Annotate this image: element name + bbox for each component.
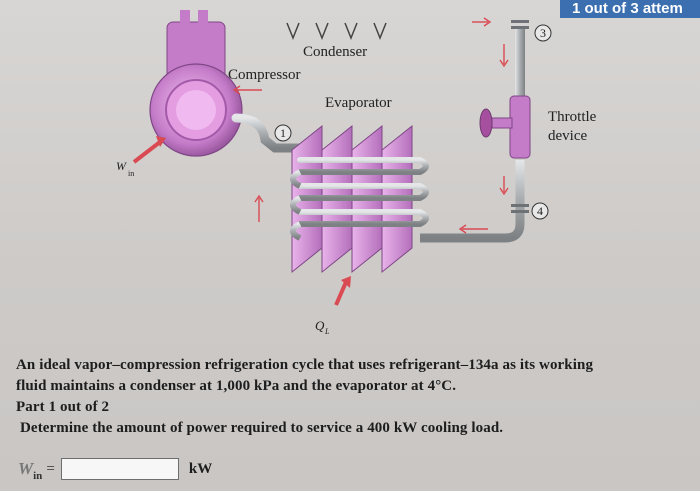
problem-statement: An ideal vapor–compression refrigeration… <box>16 355 696 439</box>
evaporator <box>290 124 429 274</box>
flange-top-2 <box>511 26 529 29</box>
high-pressure-pipe <box>515 28 525 112</box>
attempt-counter-badge: 1 out of 3 attem <box>560 0 700 18</box>
pipe-flanges <box>511 20 529 213</box>
evaporator-return-bends <box>290 169 302 241</box>
return-bend-3 <box>290 221 302 241</box>
throttle-label-line2: device <box>548 128 587 144</box>
work-in-subscript: in <box>128 169 134 178</box>
evaporator-label: Evaporator <box>325 95 392 111</box>
throttle-valve-handwheel <box>479 108 493 138</box>
heat-in-arrowhead <box>341 276 351 288</box>
compressor-hub <box>176 90 216 130</box>
equals-sign: = <box>46 460 55 477</box>
evaporator-coil-1 <box>297 157 429 175</box>
answer-row: Win = kW <box>18 456 212 482</box>
flange-bottom-1 <box>511 204 529 207</box>
bottom-flow-arrowhead <box>458 224 467 234</box>
refrigeration-cycle-diagram: Condenser Compressor Evaporator Throttle… <box>116 10 597 336</box>
flange-top-1 <box>511 20 529 23</box>
compressor-shaft-left <box>180 10 190 24</box>
left-flow-arrowhead <box>254 194 264 203</box>
work-in-arrow <box>132 140 162 164</box>
work-in-arrowhead <box>156 136 166 147</box>
evaporator-coil-2 <box>297 183 429 201</box>
top-flow-arrowhead <box>483 17 492 27</box>
answer-symbol-subscript: in <box>33 470 43 482</box>
problem-line-2: fluid maintains a condenser at 1,000 kPa… <box>16 378 457 394</box>
compressor-flow-arrowhead <box>232 85 241 95</box>
compressor <box>149 10 243 157</box>
question-text: Determine the amount of power required t… <box>20 420 504 436</box>
condenser-label: Condenser <box>303 44 367 60</box>
answer-symbol-letter: W <box>18 459 34 478</box>
flange-bottom-2 <box>511 210 529 213</box>
liquid-vapor-pipe <box>420 160 525 243</box>
throttle-valve <box>479 95 531 159</box>
state-1-marker <box>274 124 292 142</box>
throttle-label-line1: Throttle <box>548 109 597 125</box>
heat-subscript: L <box>324 327 330 336</box>
condenser-arrow-2 <box>315 22 329 41</box>
right-bottom-flow-arrowhead <box>499 187 509 196</box>
state-4-label: 4 <box>537 204 543 218</box>
compressor-shaft-right <box>198 10 208 24</box>
heat-in-arrow <box>334 281 348 306</box>
work-in-symbol: W <box>116 159 127 173</box>
heat-symbol: Q <box>315 318 325 333</box>
throttle-valve-body <box>509 95 531 159</box>
problem-line-1: An ideal vapor–compression refrigeration… <box>16 357 594 373</box>
state-1-label: 1 <box>280 126 286 140</box>
part-indicator: Part 1 out of 2 <box>16 399 110 415</box>
condenser-arrow-3 <box>344 22 358 41</box>
condenser-heat-arrows <box>286 22 387 41</box>
answer-unit: kW <box>188 460 213 477</box>
state-3-label: 3 <box>540 26 546 40</box>
answer-symbol: Win <box>18 459 43 482</box>
evaporator-coil-3 <box>297 209 429 227</box>
condenser-arrow-4 <box>373 22 387 41</box>
suction-pipe <box>231 113 313 153</box>
return-bend-1 <box>290 169 302 189</box>
power-answer-input[interactable] <box>60 458 179 480</box>
right-top-flow-arrowhead <box>499 59 509 68</box>
return-bend-2 <box>290 195 302 215</box>
condenser-arrow-1 <box>286 22 300 41</box>
evaporator-coils <box>297 157 429 227</box>
state-4-marker <box>531 202 549 220</box>
compressor-label: Compressor <box>228 67 301 83</box>
state-3-marker <box>534 24 552 42</box>
throttle-valve-stem <box>491 117 513 129</box>
